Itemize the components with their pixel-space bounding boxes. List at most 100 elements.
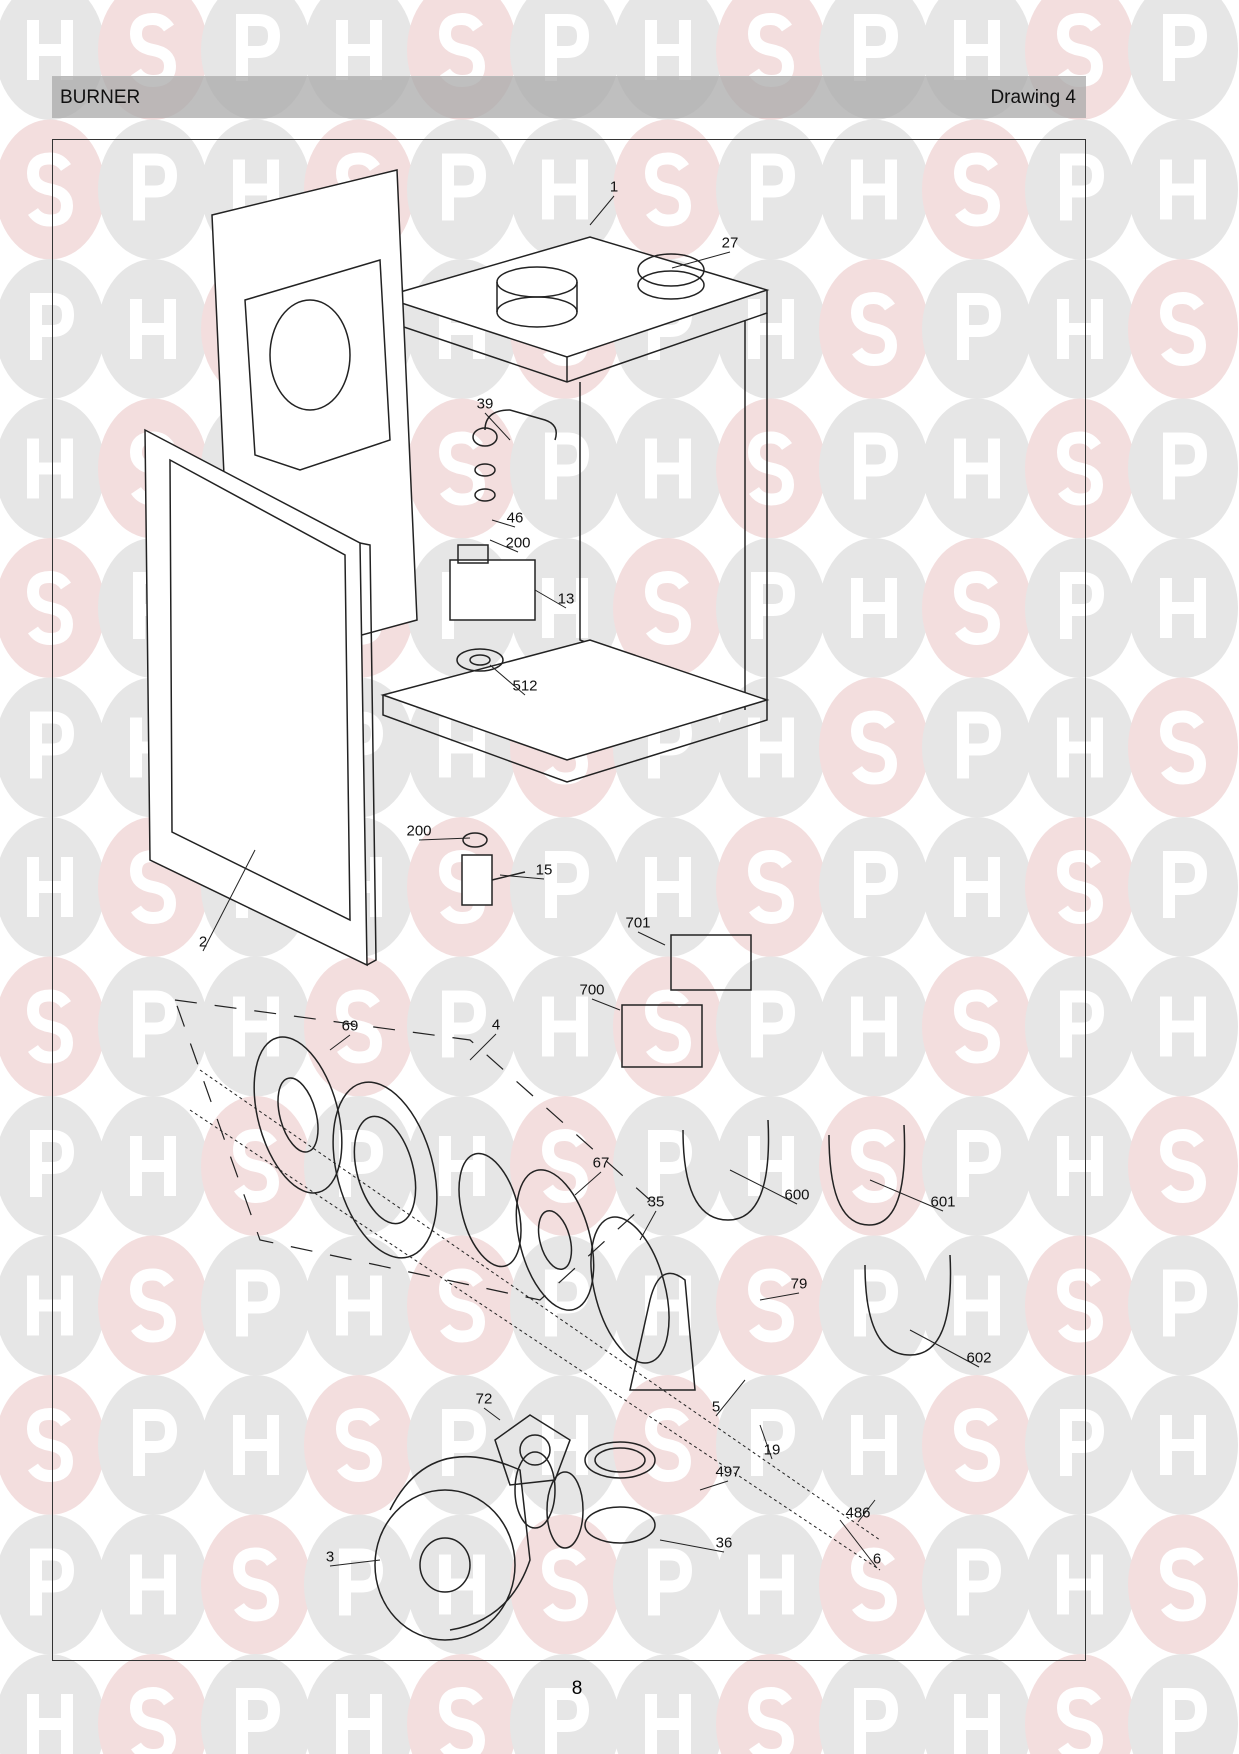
watermark-glyph-p-icon	[854, 851, 899, 918]
leader-line	[489, 664, 526, 696]
part-label[interactable]: 2	[198, 933, 208, 951]
section-title: BURNER	[60, 87, 141, 108]
watermark-glyph-s-icon	[232, 1128, 280, 1204]
watermark-glyph-h-icon	[1057, 717, 1103, 778]
watermark-glyph-s-icon	[1056, 1686, 1104, 1754]
part-label[interactable]: 1	[609, 178, 619, 196]
watermark-glyph-p-icon	[751, 153, 796, 221]
watermark-glyph-s-icon	[26, 570, 74, 646]
watermark-glyph-s-icon	[232, 1547, 280, 1622]
watermark-glyph-p-icon	[545, 432, 590, 500]
watermark-circle	[613, 1654, 723, 1754]
part-label[interactable]: 700	[579, 981, 605, 999]
watermark-glyph-h-icon	[336, 1694, 382, 1754]
part-label[interactable]: 486	[845, 1504, 871, 1522]
watermark-glyph-s-icon	[26, 1407, 74, 1483]
part-label[interactable]: 497	[715, 1463, 741, 1481]
leader-line	[484, 412, 511, 441]
watermark-glyph-p-icon	[1163, 1688, 1208, 1754]
watermark-glyph-p-icon	[236, 1688, 281, 1754]
watermark-glyph-s-icon	[1159, 710, 1207, 785]
leader-line	[483, 1407, 501, 1421]
watermark-glyph-h-icon	[851, 578, 897, 638]
watermark-glyph-p-icon	[854, 14, 899, 81]
watermark-circle	[716, 1654, 826, 1754]
part-label[interactable]: 79	[790, 1275, 808, 1293]
watermark-glyph-s-icon	[26, 152, 74, 227]
part-label[interactable]: 3	[325, 1548, 335, 1566]
burner-assembly	[174, 999, 881, 1571]
watermark-glyph-h-icon	[27, 857, 73, 917]
watermark-glyph-p-icon	[30, 1548, 75, 1616]
watermark-glyph-p-icon	[957, 1548, 1002, 1616]
part-label[interactable]: 701	[625, 914, 651, 932]
part-label[interactable]: 72	[475, 1390, 493, 1408]
watermark-glyph-s-icon	[1159, 291, 1207, 367]
watermark-glyph-s-icon	[953, 989, 1001, 1064]
watermark-glyph-h-icon	[1160, 1415, 1206, 1475]
watermark-glyph-h-icon	[130, 1554, 176, 1615]
watermark-circle	[407, 1654, 517, 1754]
watermark-circle	[0, 1654, 105, 1754]
front-panel	[144, 428, 377, 967]
watermark-glyph-h-icon	[1057, 1554, 1103, 1615]
leader-line	[469, 1033, 497, 1061]
watermark-glyph-h-icon	[1160, 996, 1206, 1057]
part-label[interactable]: 5	[711, 1398, 721, 1416]
watermark-glyph-h-icon	[27, 1275, 73, 1336]
leader-line	[699, 1480, 729, 1491]
part-label[interactable]: 19	[763, 1441, 781, 1459]
leader-line	[659, 1539, 725, 1553]
watermark-glyph-s-icon	[644, 989, 692, 1064]
watermark-glyph-h-icon	[851, 1415, 897, 1475]
watermark-glyph-h-icon	[542, 996, 588, 1057]
leader-line	[489, 539, 519, 553]
watermark-glyph-h-icon	[954, 1694, 1000, 1754]
gas-valve	[449, 409, 557, 906]
part-label[interactable]: 39	[476, 395, 494, 413]
part-label[interactable]: 512	[512, 677, 538, 695]
part-label[interactable]: 35	[647, 1193, 665, 1211]
watermark-glyph-h-icon	[542, 159, 588, 220]
watermark-glyph-s-icon	[1056, 1268, 1104, 1343]
watermark-glyph-s-icon	[1159, 1547, 1207, 1622]
watermark-glyph-p-icon	[957, 1130, 1002, 1197]
leader-line	[839, 1519, 878, 1569]
watermark-glyph-p-icon	[545, 1269, 590, 1337]
watermark-glyph-s-icon	[747, 849, 795, 925]
part-label[interactable]: 27	[721, 234, 739, 252]
part-label[interactable]: 67	[592, 1154, 610, 1172]
watermark-glyph-h-icon	[542, 1415, 588, 1475]
watermark-glyph-s-icon	[1159, 1128, 1207, 1204]
watermark-glyph-h-icon	[130, 299, 176, 359]
watermark-glyph-h-icon	[954, 438, 1000, 499]
watermark-glyph-h-icon	[954, 857, 1000, 917]
watermark-glyph-s-icon	[644, 570, 692, 646]
watermark-circle	[510, 1654, 620, 1754]
part-label[interactable]: 602	[966, 1349, 992, 1367]
watermark-glyph-s-icon	[747, 1686, 795, 1754]
part-label[interactable]: 601	[930, 1193, 956, 1211]
part-label[interactable]: 69	[341, 1017, 359, 1035]
watermark-glyph-h-icon	[748, 1554, 794, 1615]
part-label[interactable]: 6	[872, 1550, 882, 1568]
watermark-glyph-s-icon	[438, 1686, 486, 1754]
part-label[interactable]: 15	[535, 861, 553, 879]
part-label[interactable]: 200	[505, 534, 531, 552]
watermark-glyph-h-icon	[954, 20, 1000, 80]
watermark-glyph-p-icon	[648, 1130, 693, 1197]
part-label[interactable]: 4	[491, 1016, 501, 1034]
part-label[interactable]: 200	[406, 822, 432, 840]
page-number: 8	[571, 1678, 583, 1699]
part-label[interactable]: 46	[506, 509, 524, 527]
leader-line	[759, 1424, 773, 1460]
leader-line	[574, 1171, 602, 1196]
part-label[interactable]: 600	[784, 1186, 810, 1204]
leader-line	[759, 1292, 800, 1301]
watermark-glyph-h-icon	[645, 1694, 691, 1754]
part-label[interactable]: 13	[557, 590, 575, 608]
part-label[interactable]: 36	[715, 1534, 733, 1552]
watermark-glyph-s-icon	[129, 1686, 177, 1754]
watermark-glyph-p-icon	[1163, 851, 1208, 918]
injector-pack-701	[670, 934, 752, 991]
